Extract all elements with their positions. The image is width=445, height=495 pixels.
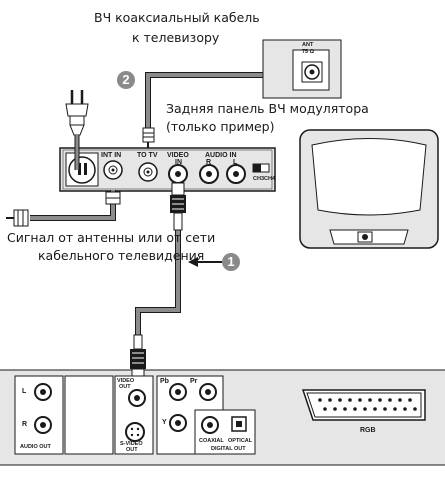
rgb-pin	[363, 407, 367, 411]
rgb-pin	[358, 398, 362, 402]
rgb-pin	[403, 407, 407, 411]
rgb-pins	[318, 398, 417, 411]
antenna-signal-caption-1: Сигнал от антенны или от сети	[7, 230, 216, 245]
mod-audio-in-label: AUDIO IN	[205, 152, 237, 159]
mod-audio-l-label: L	[233, 159, 238, 166]
mod-ch4-label: CH4	[264, 176, 276, 182]
player-audio-out-label: AUDIO OUT	[20, 444, 51, 450]
player-pb-label: Pb	[160, 378, 169, 385]
player-digital-out-label: DIGITAL OUT	[211, 446, 246, 452]
player-y-label: Y	[162, 419, 167, 426]
player-coaxial-label: COAXIAL	[199, 438, 224, 444]
rgb-pin	[353, 407, 357, 411]
player-audio-l-label: L	[22, 388, 27, 395]
player-optical-label: OPTICAL	[228, 438, 253, 444]
player-video-out-label-2: OUT	[119, 384, 131, 390]
rgb-pin	[393, 407, 397, 411]
mod-int-in-label: INT IN	[101, 152, 122, 159]
mod-ch3-label: CH3	[253, 176, 265, 182]
mod-video-in-label: IN	[175, 159, 182, 166]
rf-cable-caption-1: ВЧ коаксиальный кабель	[94, 10, 260, 25]
power-plug	[65, 90, 89, 170]
player-svideo-label-1: S-VIDEO	[120, 441, 143, 447]
rgb-pin	[338, 398, 342, 402]
rgb-pin	[318, 398, 322, 402]
modulator-back-caption-1: Задняя панель ВЧ модулятора	[166, 101, 369, 116]
video-cable	[130, 182, 186, 382]
step-1-badge: 1	[222, 253, 240, 271]
step-2-badge: 2	[117, 71, 135, 89]
rgb-pin	[383, 407, 387, 411]
tv-antenna-terminal	[262, 39, 342, 99]
tv-ohm-label: 75 Ω	[302, 49, 315, 55]
rf-cable-caption-2: к телевизору	[132, 30, 220, 45]
rgb-pin	[333, 407, 337, 411]
rgb-pin	[328, 398, 332, 402]
mod-video-label: VIDEO	[167, 152, 189, 159]
player-pr-label: Pr	[190, 378, 198, 385]
rgb-pin	[323, 407, 327, 411]
mod-audio-r-label: R	[206, 159, 212, 166]
rf-modulator	[59, 147, 276, 192]
rgb-pin	[413, 407, 417, 411]
rgb-pin	[368, 398, 372, 402]
mod-to-tv-label: TO TV	[137, 152, 158, 159]
antenna-input-cable	[6, 190, 121, 227]
rgb-pin	[408, 398, 412, 402]
tv-ant-label: ANT	[302, 42, 314, 48]
rgb-pin	[343, 407, 347, 411]
rgb-pin	[348, 398, 352, 402]
rgb-pin	[373, 407, 377, 411]
player-jacks	[14, 375, 426, 455]
rgb-pin	[398, 398, 402, 402]
television	[299, 129, 439, 249]
antenna-signal-caption-2: кабельного телевидения	[38, 248, 205, 263]
step1-arrow	[188, 257, 222, 267]
modulator-back-caption-2: (только пример)	[166, 119, 275, 134]
player-rgb-label: RGB	[360, 427, 376, 434]
player-svideo-label-2: OUT	[126, 447, 138, 453]
player-audio-r-label: R	[22, 421, 28, 428]
rgb-pin	[378, 398, 382, 402]
player-video-out-label-1: VIDEO	[117, 378, 135, 384]
rgb-pin	[388, 398, 392, 402]
